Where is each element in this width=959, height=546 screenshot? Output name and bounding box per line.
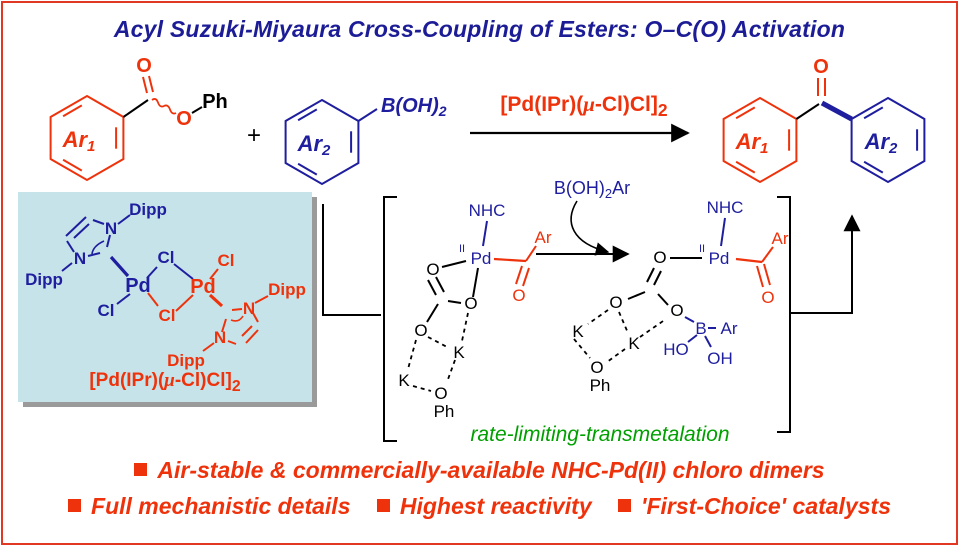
o-pd-label: O xyxy=(653,248,666,267)
pd-label-2: Pd xyxy=(709,249,730,268)
potassium-4: K xyxy=(628,334,640,353)
bullet-square-icon xyxy=(376,499,390,512)
figure-title: Acyl Suzuki-Miyaura Cross-Coupling of Es… xyxy=(113,16,846,42)
pd2-oxidation-state: II xyxy=(699,243,705,255)
acyl-ar-label: Ar xyxy=(535,228,552,247)
boron-ar-label: Ar xyxy=(721,319,738,338)
plus-sign: + xyxy=(247,122,261,149)
bridge-cl-bottom: Cl xyxy=(159,306,176,325)
phenyl-label: Ph xyxy=(202,91,228,113)
terminal-cl-blue: Cl xyxy=(98,301,115,320)
pd-oxidation-state: II xyxy=(459,243,465,255)
transmetalation-step: B(OH)2Ar xyxy=(536,178,630,263)
highlight-line-2: Full mechanistic details Highest reactiv… xyxy=(0,493,959,520)
product-o-label: O xyxy=(813,56,829,78)
nhc1-n1: N xyxy=(105,219,117,238)
carbonate2-o-right: O xyxy=(670,301,683,320)
new-c-c-bond xyxy=(820,100,853,122)
catalyst-connector-line xyxy=(322,204,381,316)
phenolate-ph: Ph xyxy=(434,402,455,421)
product-exit-arrow xyxy=(791,214,861,314)
left-bracket xyxy=(383,196,397,442)
highlight-text-2a: Full mechanistic details xyxy=(91,493,351,519)
curved-addition-arrow xyxy=(570,200,610,256)
nhc1-n2: N xyxy=(74,249,86,268)
potassium-3: K xyxy=(572,322,584,341)
right-bracket xyxy=(777,196,791,433)
nhc-label: NHC xyxy=(469,201,506,220)
boron-label: B xyxy=(695,319,706,338)
carbonate-o3: O xyxy=(414,321,427,340)
dipp-label-4: Dipp xyxy=(167,351,205,370)
nhc2-n1: N xyxy=(243,299,255,318)
bullet-square-icon xyxy=(618,499,632,512)
catalyst-structure: N N Dipp Dipp Pd Cl Cl Cl Pd Cl xyxy=(25,200,306,370)
highlight-text-1: Air-stable & commercially-available NHC-… xyxy=(157,457,825,483)
boron-oh-label: OH xyxy=(707,349,733,368)
carbonate-o1: O xyxy=(426,260,439,279)
dipp-label-3: Dipp xyxy=(268,280,306,299)
carbonate-o2: O xyxy=(464,294,477,313)
carbonyl-o-label: O xyxy=(136,55,152,77)
product-ar1-label: Ar1 xyxy=(735,129,769,157)
boronic-reagent-label: B(OH)2Ar xyxy=(554,178,630,201)
intermediate-1: NHC II Pd Ar O O O O K K O xyxy=(398,201,552,421)
acyl-o-label-2: O xyxy=(761,288,774,307)
mechanism-caption: rate-limiting-transmetalation xyxy=(470,423,730,446)
pd-label: Pd xyxy=(471,249,492,268)
boron-ho-label: HO xyxy=(663,340,689,359)
product-ar2-label: Ar2 xyxy=(864,129,898,157)
dipp-label-1: Dipp xyxy=(129,200,167,219)
catalyst-formula-label: [Pd(IPr)(μ-Cl)Cl]2 xyxy=(89,370,241,395)
product-ketone: Ar1 Ar2 O xyxy=(722,56,926,184)
boronic-group-label: B(OH)2 xyxy=(381,95,447,119)
nhc-label-2: NHC xyxy=(707,198,744,217)
terminal-cl-red: Cl xyxy=(218,251,235,270)
bullet-square-icon xyxy=(134,463,148,476)
bridge-cl-top: Cl xyxy=(158,248,175,267)
phenolate2-ph: Ph xyxy=(590,376,611,395)
nhc2-n2: N xyxy=(214,328,226,347)
potassium-2: K xyxy=(398,371,410,390)
pd-blue-label: Pd xyxy=(125,275,151,297)
ar2-label: Ar2 xyxy=(297,131,331,159)
ester-substrate: Ar1 O O Ph xyxy=(49,55,228,182)
ester-o-label: O xyxy=(176,108,192,130)
highlight-line-1: Air-stable & commercially-available NHC-… xyxy=(0,457,959,484)
boronic-acid-substrate: Ar2 B(OH)2 xyxy=(284,95,447,186)
wavy-bond xyxy=(151,98,177,115)
ar1-label: Ar1 xyxy=(62,127,96,155)
carbonate2-o-left: O xyxy=(609,293,622,312)
phenolate2-o: O xyxy=(590,358,603,377)
bullet-square-icon xyxy=(68,499,82,512)
intermediate-2: NHC II Pd O Ar O O O B Ar HO OH xyxy=(572,198,789,395)
pd-red-label: Pd xyxy=(190,276,216,298)
dipp-label-2: Dipp xyxy=(25,270,63,289)
acyl-o-label: O xyxy=(512,286,525,305)
acyl-ar-label-2: Ar xyxy=(772,229,789,248)
highlight-text-2b: Highest reactivity xyxy=(399,493,592,519)
catalyst-highlight-box: [Pd(IPr)(μ-Cl)Cl]2 xyxy=(18,192,312,402)
highlight-text-2c: 'First-Choice' catalysts xyxy=(641,493,891,519)
potassium-1: K xyxy=(453,343,465,362)
catalyst-above-arrow-label: [Pd(IPr)(μ-Cl)Cl]2 xyxy=(500,92,668,121)
phenolate-o: O xyxy=(434,384,447,403)
